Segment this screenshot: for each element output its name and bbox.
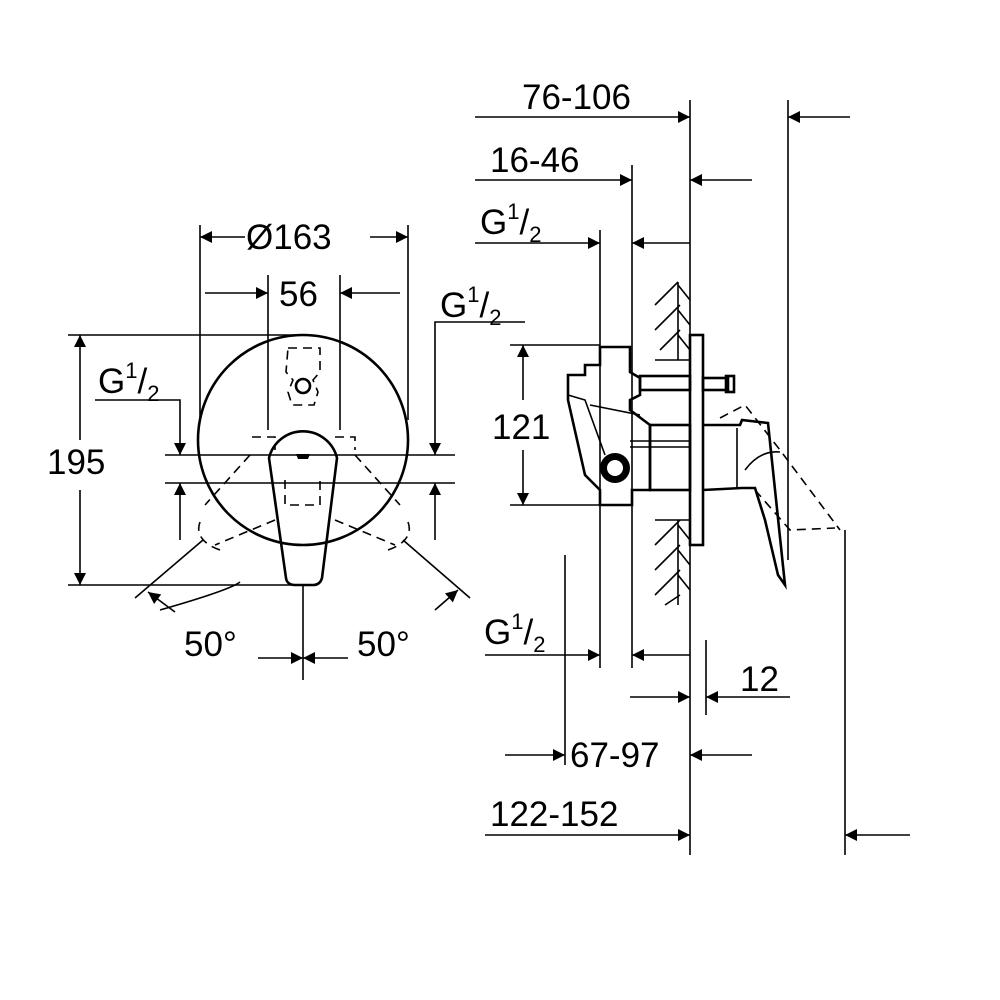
thread-num: 1: [125, 358, 138, 383]
thread-den: 2: [529, 222, 542, 247]
thread-letter: G: [98, 362, 126, 401]
thread-den: 2: [489, 305, 502, 330]
width-56-label: 56: [279, 275, 318, 314]
thread-den: 2: [533, 632, 546, 657]
thread-top-label: G1/2: [480, 199, 542, 247]
thread-right-label: G1/2: [440, 282, 502, 330]
thread-letter: G: [440, 286, 468, 325]
dim-12-label: 12: [740, 660, 779, 699]
dim-122-152-label: 122-152: [490, 795, 619, 834]
dim-76-106-label: 76-106: [522, 78, 631, 117]
thread-num: 1: [507, 199, 520, 224]
thread-bottom-label: G1/2: [484, 609, 546, 657]
thread-num: 1: [467, 282, 480, 307]
front-view: [68, 225, 525, 680]
thread-letter: G: [480, 203, 508, 242]
wall-hatching: [654, 281, 691, 606]
height-195-label: 195: [47, 443, 106, 482]
thread-left-label: G1/2: [98, 358, 160, 406]
dim-16-46-label: 16-46: [490, 141, 580, 180]
angle-left-label: 50°: [184, 625, 237, 664]
dim-121-label: 121: [492, 408, 551, 447]
thread-den: 2: [147, 381, 160, 406]
thread-letter: G: [484, 613, 512, 652]
thread-num: 1: [511, 609, 524, 634]
diameter-label: Ø163: [246, 218, 332, 257]
dim-67-97-label: 67-97: [570, 736, 660, 775]
side-view: [475, 100, 910, 855]
angle-right-label: 50°: [357, 625, 410, 664]
